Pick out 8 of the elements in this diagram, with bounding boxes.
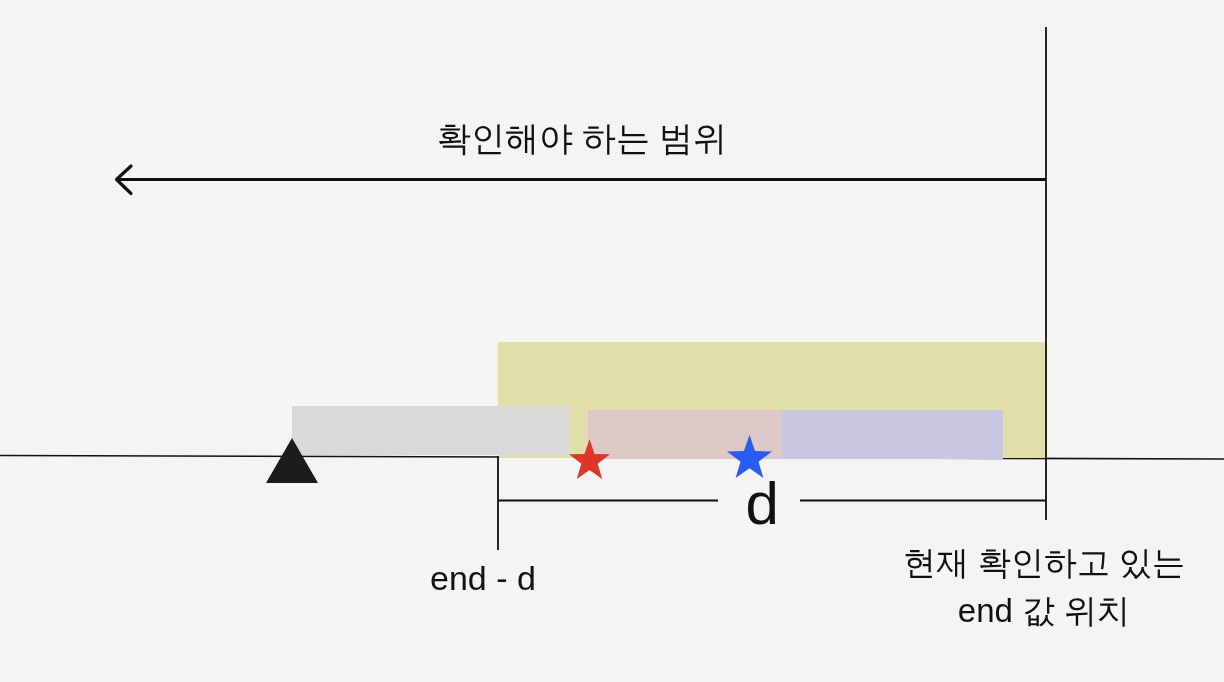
dimension-label: d <box>745 468 779 538</box>
star-icon <box>569 439 610 479</box>
triangle-icon <box>266 438 318 483</box>
interval-bar <box>292 406 570 455</box>
range-label: 확인해야 하는 범위 <box>436 118 728 158</box>
tick-label: end - d <box>430 558 536 598</box>
star-icon <box>727 435 772 478</box>
position-label: 현재 확인하고 있는 end 값 위치 <box>901 543 1187 631</box>
